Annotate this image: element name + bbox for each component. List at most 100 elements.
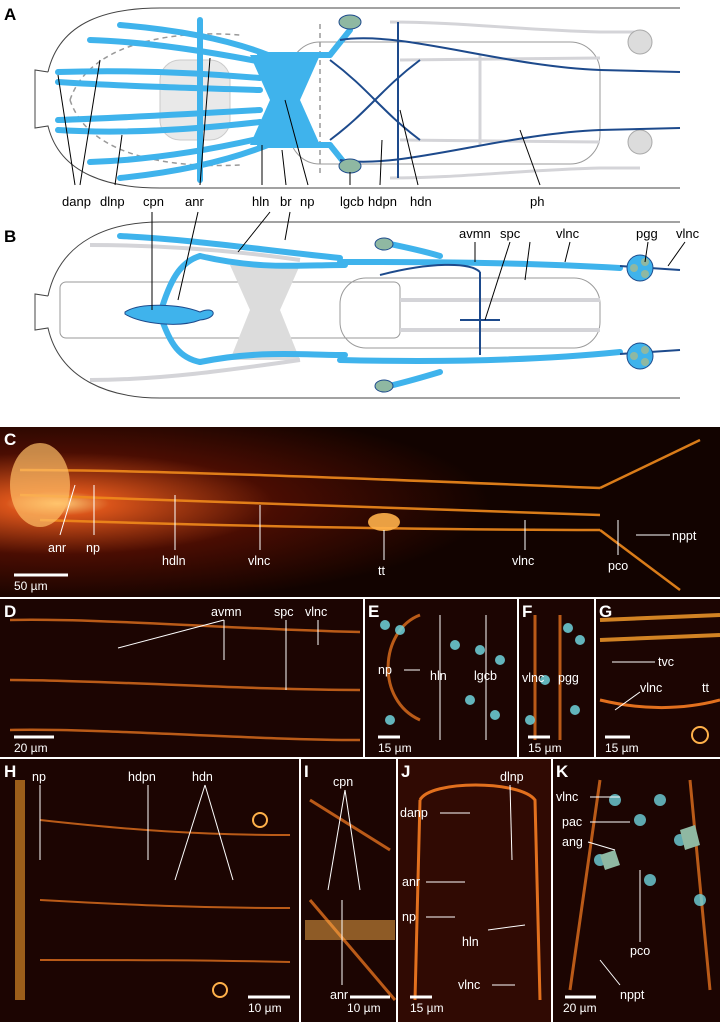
panel-f-scale-text: 15 µm bbox=[528, 741, 562, 755]
panel-c-leaders bbox=[59, 484, 670, 560]
panel-e: E np hln lgcb 15 µm bbox=[365, 599, 517, 757]
panel-i-letter: I bbox=[304, 762, 309, 781]
panel-i-scale-text: 10 µm bbox=[347, 1001, 381, 1015]
panel-j-scale-text: 15 µm bbox=[410, 1001, 444, 1015]
panel-a-grey-ganglia bbox=[159, 29, 653, 155]
label-hdpn: hdpn bbox=[128, 770, 156, 784]
label-tt: tt bbox=[378, 564, 385, 578]
label-pco: pco bbox=[630, 944, 650, 958]
panel-c: C anr np hdln vlnc tt vlnc pco nppt 50 µ… bbox=[0, 427, 720, 597]
panel-g-letter: G bbox=[599, 602, 612, 621]
panel-c-labels: anr np hdln vlnc tt vlnc pco nppt bbox=[48, 529, 697, 578]
panel-h: H np hdpn hdn 10 µm bbox=[0, 759, 299, 1022]
panel-f-letter: F bbox=[522, 602, 532, 621]
panel-k: K vlnc pac ang pco nppt 20 µm bbox=[553, 759, 720, 1022]
panel-d-scale-text: 20 µm bbox=[14, 741, 48, 755]
panel-f: F vlnc pgg 15 µm bbox=[519, 599, 594, 757]
panel-c-scale-text: 50 µm bbox=[14, 579, 48, 593]
label-hdn: hdn bbox=[192, 770, 213, 784]
label-vlnc: vlnc bbox=[556, 226, 580, 241]
panel-h-scale-text: 10 µm bbox=[248, 1001, 282, 1015]
label-np: np bbox=[32, 770, 46, 784]
label-hln: hln bbox=[430, 669, 447, 683]
panel-b-cerebral-nerve bbox=[124, 304, 214, 325]
label-pac: pac bbox=[562, 815, 582, 829]
label-hdpn: hdpn bbox=[368, 194, 397, 209]
panel-b-letter: B bbox=[4, 227, 16, 246]
panel-a-lgcb-top bbox=[338, 14, 362, 30]
label-lgcb: lgcb bbox=[340, 194, 364, 209]
label-hdln: hdln bbox=[162, 554, 186, 568]
label-vlnc: vlnc bbox=[640, 681, 662, 695]
label-avmn: avmn bbox=[459, 226, 491, 241]
label-spc: spc bbox=[500, 226, 521, 241]
panel-b-grey-brain bbox=[230, 265, 300, 360]
panel-j-letter: J bbox=[401, 762, 410, 781]
panel-c-fibers bbox=[19, 438, 701, 591]
label-nppt: nppt bbox=[672, 529, 697, 543]
panel-e-scale-text: 15 µm bbox=[378, 741, 412, 755]
label-danp: danp bbox=[400, 806, 428, 820]
panel-k-scale-text: 20 µm bbox=[563, 1001, 597, 1015]
panel-a-blue-outline bbox=[329, 22, 681, 178]
panel-c-letter: C bbox=[4, 430, 16, 449]
panel-a-lgcb-bottom bbox=[338, 158, 362, 174]
panel-c-head-glow bbox=[10, 443, 70, 527]
panel-c-tt-glow bbox=[368, 513, 400, 531]
label-spc: spc bbox=[274, 605, 293, 619]
panel-d-letter: D bbox=[4, 602, 16, 621]
panel-d-leaders bbox=[117, 619, 319, 690]
label-anr: anr bbox=[402, 875, 420, 889]
label-vlnc: vlnc bbox=[458, 978, 480, 992]
label-dlnp: dlnp bbox=[500, 770, 524, 784]
label-avmn: avmn bbox=[211, 605, 242, 619]
label-anr: anr bbox=[48, 541, 66, 555]
panel-d: D avmn spc vlnc 20 µm bbox=[0, 599, 363, 757]
label-cpn: cpn bbox=[143, 194, 164, 209]
label-nppt: nppt bbox=[620, 988, 645, 1002]
label-pgg: pgg bbox=[558, 671, 579, 685]
panel-b-grey-nerves bbox=[89, 243, 600, 382]
label-dlnp: dlnp bbox=[100, 194, 125, 209]
label-hln: hln bbox=[462, 935, 479, 949]
label-lgcb: lgcb bbox=[474, 669, 497, 683]
panel-a-labels: danp dlnp cpn anr hln br np lgcb hdpn hd… bbox=[62, 194, 544, 209]
label-tvc: tvc bbox=[658, 655, 674, 669]
label-hdn: hdn bbox=[410, 194, 432, 209]
label-cpn: cpn bbox=[333, 775, 353, 789]
label-np: np bbox=[378, 663, 392, 677]
label-np: np bbox=[300, 194, 314, 209]
label-vlnc-2: vlnc bbox=[512, 554, 534, 568]
panel-a: A bbox=[4, 5, 681, 209]
panel-e-letter: E bbox=[368, 602, 379, 621]
panel-i: I cpn anr 10 µm bbox=[301, 759, 397, 1022]
panel-b-pharynx-outline bbox=[339, 277, 601, 349]
label-vlnc: vlnc bbox=[305, 605, 327, 619]
panel-a-grey-nerves bbox=[389, 20, 640, 180]
panel-b: B bbox=[4, 211, 700, 399]
label-danp: danp bbox=[62, 194, 91, 209]
label-vlnc: vlnc bbox=[522, 671, 544, 685]
panel-g-scale-text: 15 µm bbox=[605, 741, 639, 755]
panel-c-background bbox=[0, 427, 720, 597]
label-pco: pco bbox=[608, 559, 628, 573]
panel-k-letter: K bbox=[556, 762, 569, 781]
label-vlnc: vlnc bbox=[556, 790, 578, 804]
panel-b-gut-outline bbox=[59, 281, 401, 339]
label-vlnc: vlnc bbox=[248, 554, 270, 568]
panel-g: G tvc vlnc tt 15 µm bbox=[596, 599, 720, 757]
label-anr: anr bbox=[330, 988, 348, 1002]
label-tt: tt bbox=[702, 681, 709, 695]
label-br: br bbox=[280, 194, 292, 209]
label-vlnc-2: vlnc bbox=[676, 226, 700, 241]
label-np: np bbox=[402, 910, 416, 924]
label-ph: ph bbox=[530, 194, 544, 209]
panel-a-leaders bbox=[57, 57, 541, 186]
panel-b-leaders bbox=[151, 211, 686, 321]
panel-j: J danp dlnp anr np hln vlnc 15 µm bbox=[398, 759, 551, 1022]
label-np: np bbox=[86, 541, 100, 555]
label-pgg: pgg bbox=[636, 226, 658, 241]
label-anr: anr bbox=[185, 194, 204, 209]
